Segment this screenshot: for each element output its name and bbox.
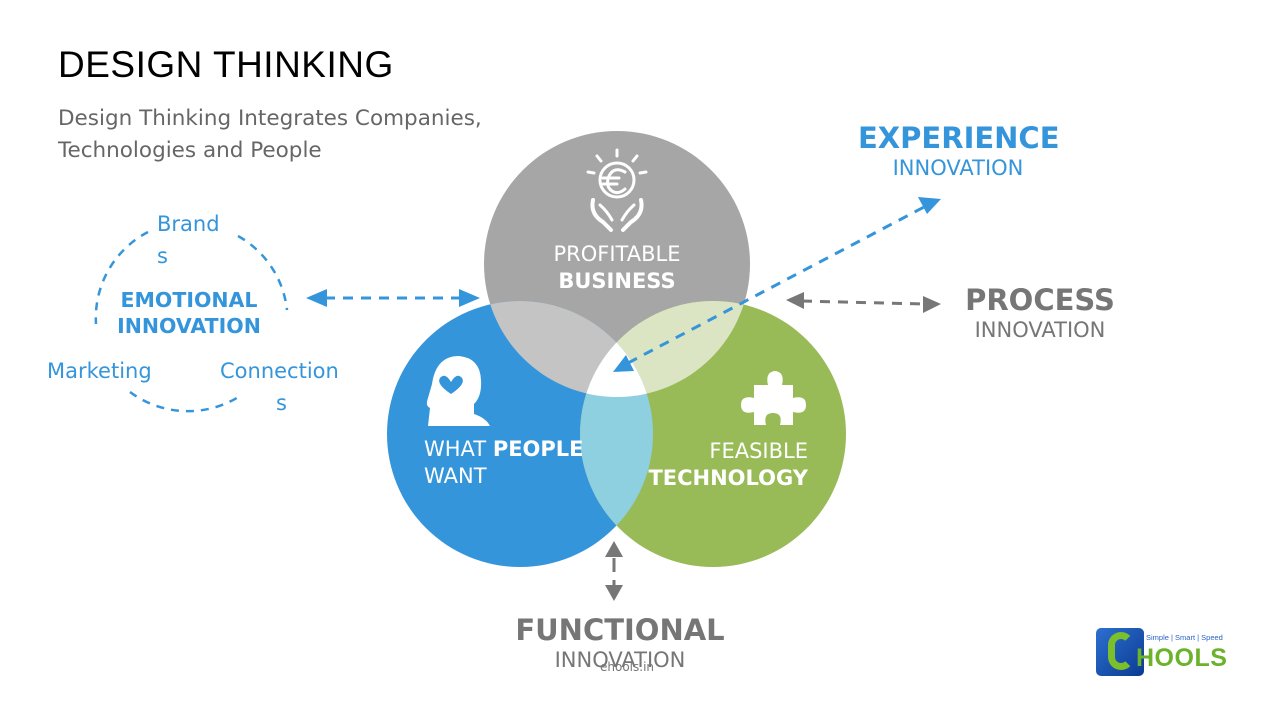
process-label-thin: INNOVATION: [974, 318, 1106, 342]
business-label-line2: BUSINESS: [558, 269, 676, 293]
page-title: DESIGN THINKING: [58, 44, 394, 85]
overlap-business-people: [484, 301, 653, 397]
arrow-process: [786, 292, 941, 313]
logo-text: HOOLS: [1136, 644, 1228, 672]
people-label-word1: WHAT: [424, 437, 487, 461]
technology-label-line2: TECHNOLOGY: [648, 466, 808, 490]
emotional-label-line1: EMOTIONAL: [120, 288, 258, 312]
emotional-label-line2: INNOVATION: [117, 314, 261, 338]
subtitle-line-2: Technologies and People: [58, 138, 322, 163]
ring-item-connections-line2: s: [276, 391, 287, 415]
experience-label-bold: EXPERIENCE: [858, 121, 1060, 155]
ring-item-connections: Connection s: [220, 355, 339, 419]
experience-innovation-label: EXPERIENCE INNOVATION: [858, 121, 1060, 180]
ring-item-brands-line2: s: [157, 244, 168, 268]
logo-tagline: Simple | Smart | Speed: [1146, 633, 1223, 642]
ring-item-connections-line1: Connection: [220, 359, 339, 383]
process-label-bold: PROCESS: [965, 283, 1115, 317]
people-label: WHAT PEOPLE WANT: [424, 436, 594, 490]
experience-label-thin: INNOVATION: [892, 156, 1024, 180]
ring-item-brands-line1: Brand: [157, 212, 220, 236]
functional-innovation-label: FUNCTIONAL INNOVATION: [510, 613, 730, 672]
technology-label: FEASIBLE TECHNOLOGY: [630, 438, 808, 492]
ring-item-brands: Brand s: [157, 208, 220, 272]
arrow-functional: [605, 541, 623, 601]
emotional-ring: [94, 230, 289, 413]
subtitle-line-1: Design Thinking Integrates Companies,: [58, 106, 482, 131]
page-subtitle: Design Thinking Integrates Companies, Te…: [58, 103, 528, 167]
overlap-business-technology: [580, 301, 750, 397]
euro-hands-icon: [586, 148, 648, 232]
arrow-emotional: [306, 289, 480, 307]
puzzle-icon: [741, 371, 806, 425]
process-innovation-label: PROCESS INNOVATION: [940, 283, 1140, 342]
business-label-line1: PROFITABLE: [553, 242, 681, 266]
people-label-line2: WANT: [424, 464, 487, 488]
head-heart-icon: [426, 356, 490, 426]
logo-c-mark: [1108, 632, 1134, 670]
emotional-innovation-label: EMOTIONAL INNOVATION: [96, 287, 282, 339]
chools-logo: Simple | Smart | Speed HOOLS: [1096, 628, 1228, 678]
arrow-experience: [613, 197, 941, 372]
business-label: PROFITABLE BUSINESS: [517, 241, 717, 295]
people-label-word2: PEOPLE: [492, 437, 584, 461]
technology-label-line1: FEASIBLE: [709, 439, 808, 463]
watermark: ehools.in: [600, 660, 655, 674]
functional-label-thin: INNOVATION: [554, 648, 686, 672]
functional-label-bold: FUNCTIONAL: [515, 613, 725, 647]
ring-item-marketing: Marketing: [47, 359, 152, 383]
